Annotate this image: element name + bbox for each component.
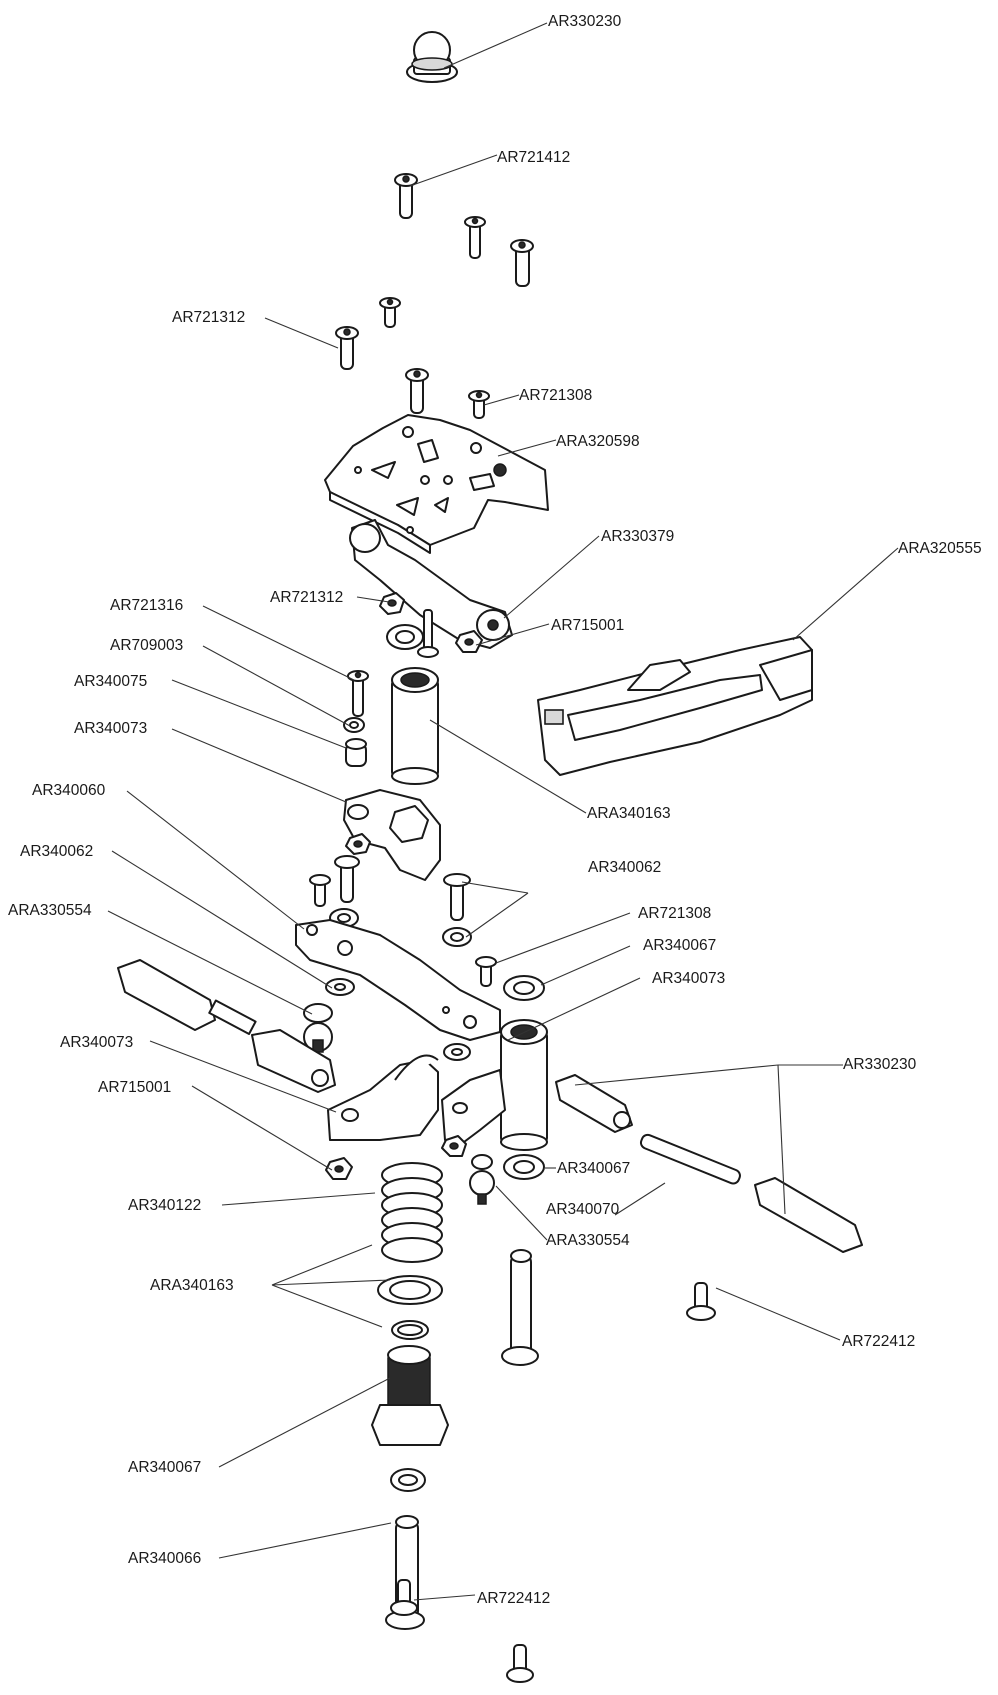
kingpin-right: [501, 1249, 539, 1366]
small-nut-1: [379, 592, 405, 615]
label-ar330230-top: AR330230: [548, 13, 622, 30]
label-ara320555: ARA320555: [898, 540, 982, 557]
label-ar340062-right: AR340062: [588, 859, 661, 876]
washer-e: [325, 978, 355, 996]
label-ara330554-right: ARA330554: [546, 1232, 630, 1249]
label-ar330379: AR330379: [601, 528, 674, 545]
screw-10: [309, 874, 331, 907]
screw-6: [405, 368, 429, 414]
nut-d: [441, 1135, 467, 1157]
washer-large: [377, 1275, 443, 1305]
washer-a: [386, 624, 424, 650]
label-ar340060: AR340060: [32, 782, 106, 799]
ring-e: [503, 975, 545, 1001]
label-ar340070: AR340070: [546, 1201, 620, 1218]
horn-lower-left: [327, 1054, 439, 1141]
label-ar721312-lower: AR721312: [270, 589, 343, 606]
leader-lines: [107, 22, 899, 1601]
label-ara340163-upper: ARA340163: [587, 805, 671, 822]
label-ar340075: AR340075: [74, 673, 147, 690]
turnbuckle-left: [117, 959, 336, 1093]
screw-11: [443, 873, 471, 921]
washer-small: [391, 1320, 429, 1340]
drag-link-plate: [295, 919, 501, 1041]
label-ar715001-lower: AR715001: [98, 1079, 171, 1096]
ball-stud-top: [406, 31, 458, 83]
label-ar340073-right: AR340073: [652, 970, 725, 987]
washer-d: [442, 927, 472, 947]
parts-drawing: [117, 31, 863, 1683]
screw-13: [686, 1282, 716, 1321]
label-ara330554-left: ARA330554: [8, 902, 92, 919]
horn-lower-right: [441, 1069, 506, 1146]
screw-3: [510, 239, 534, 287]
spring: [381, 1162, 443, 1263]
label-ar709003: AR709003: [110, 637, 183, 654]
ring-h: [503, 1154, 545, 1180]
label-ara340163-lower: ARA340163: [150, 1277, 234, 1294]
turnbuckle-right: [555, 1074, 863, 1253]
screw-4: [379, 297, 401, 328]
label-ar340066: AR340066: [128, 1550, 201, 1567]
screw-7: [468, 390, 490, 419]
nut-c: [325, 1157, 353, 1180]
label-ar340073-left: AR340073: [60, 1034, 133, 1051]
ball-stud-left: [303, 1003, 333, 1053]
screw-14: [390, 1579, 418, 1616]
ball-stud-lower: [469, 1170, 495, 1205]
washer-f: [443, 1043, 471, 1061]
pin-a: [417, 609, 439, 658]
screw-9: [334, 855, 360, 903]
screw-2: [464, 216, 486, 259]
screw-15: [506, 1644, 534, 1683]
nut-b: [345, 833, 371, 855]
top-plate: [324, 414, 549, 554]
label-ar721312-upper: AR721312: [172, 309, 245, 326]
label-ar722412-bottom: AR722412: [477, 1590, 550, 1607]
label-ar340067-mid: AR340067: [557, 1160, 630, 1177]
label-ar721412: AR721412: [497, 149, 570, 166]
spacer-a: [345, 738, 367, 767]
screw-5: [335, 326, 359, 370]
label-ar722412-right: AR722412: [842, 1333, 915, 1350]
small-nut-2: [455, 630, 483, 653]
threaded-adjuster: [371, 1345, 449, 1446]
label-ar340062-left: AR340062: [20, 843, 93, 860]
label-ar340122: AR340122: [128, 1197, 201, 1214]
servo-horn: [343, 789, 441, 881]
label-ar721308-lower: AR721308: [638, 905, 711, 922]
label-ar721316: AR721316: [110, 597, 183, 614]
screw-8: [347, 670, 369, 717]
large-right-arm: [537, 636, 813, 776]
ring-i: [390, 1468, 426, 1492]
label-ar340073-upper: AR340073: [74, 720, 147, 737]
screw-12: [475, 956, 497, 987]
label-ar715001-upper: AR715001: [551, 617, 624, 634]
screw-1: [394, 173, 418, 219]
label-ar721308-upper: AR721308: [519, 387, 592, 404]
label-ar340067-upper: AR340067: [643, 937, 716, 954]
label-ar330230-right: AR330230: [843, 1056, 917, 1073]
tall-post: [391, 667, 439, 785]
label-ara320598: ARA320598: [556, 433, 640, 450]
part-labels: AR330230 AR721412 AR721312 AR721308 ARA3…: [8, 13, 982, 1607]
washer-b: [343, 717, 365, 733]
label-ar340067-lower: AR340067: [128, 1459, 201, 1476]
washer-g: [471, 1154, 493, 1170]
